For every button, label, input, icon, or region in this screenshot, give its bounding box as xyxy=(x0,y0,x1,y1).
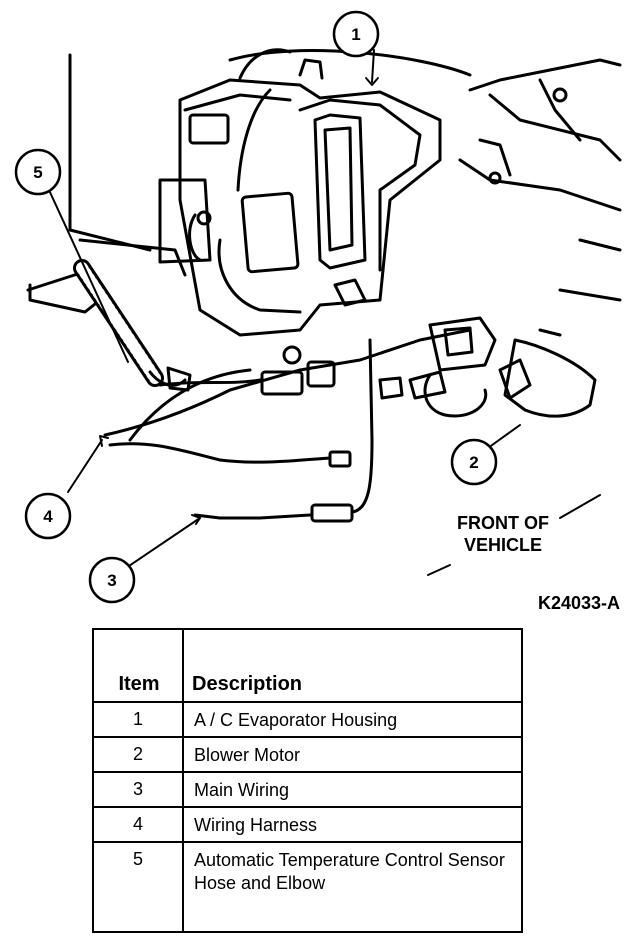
blower-motor xyxy=(408,316,597,418)
row-item: 1 xyxy=(92,701,184,738)
front-label-line-2: VEHICLE xyxy=(463,535,542,555)
callout-1-label: 1 xyxy=(351,25,360,44)
callout-2-label: 2 xyxy=(469,453,478,472)
header-description: Description xyxy=(182,628,523,703)
table-row: 2 Blower Motor xyxy=(92,736,523,773)
table-row: 1 A / C Evaporator Housing xyxy=(92,701,523,738)
header-item: Item xyxy=(92,628,184,703)
wiring-harness xyxy=(103,328,472,468)
row-item: 2 xyxy=(92,736,184,773)
callout-4: 4 xyxy=(24,492,72,540)
legend-table: Item Description 1 A / C Evaporator Hous… xyxy=(92,628,523,933)
front-of-vehicle-label: FRONT OF VEHICLE xyxy=(438,512,568,556)
cowl-structure xyxy=(458,58,622,337)
row-item: 3 xyxy=(92,771,184,808)
row-item: 5 xyxy=(92,841,184,933)
row-description: Wiring Harness xyxy=(182,806,523,843)
table-row: 3 Main Wiring xyxy=(92,771,523,808)
callout-3: 3 xyxy=(88,556,136,604)
front-label-line-1: FRONT OF xyxy=(457,513,549,533)
callout-5-label: 5 xyxy=(33,163,42,182)
row-description: Blower Motor xyxy=(182,736,523,773)
callout-2: 2 xyxy=(450,438,498,486)
evaporator-housing xyxy=(158,48,442,365)
callout-4-label: 4 xyxy=(43,507,53,526)
component-diagram: 1 5 2 4 3 xyxy=(14,10,622,604)
figure-id: K24033-A xyxy=(537,593,620,613)
callout-1: 1 xyxy=(332,10,380,58)
table-row: 4 Wiring Harness xyxy=(92,806,523,843)
row-description: A / C Evaporator Housing xyxy=(182,701,523,738)
sensor-hose xyxy=(73,259,192,392)
legend-header-row: Item Description xyxy=(92,628,523,703)
table-row: 5 Automatic Temperature Control Sensor H… xyxy=(92,841,523,933)
main-wiring xyxy=(193,338,374,523)
callout-5: 5 xyxy=(14,148,62,196)
row-item: 4 xyxy=(92,806,184,843)
row-description: Automatic Temperature Control Sensor Hos… xyxy=(182,841,523,933)
callout-3-label: 3 xyxy=(107,571,116,590)
row-description: Main Wiring xyxy=(182,771,523,808)
